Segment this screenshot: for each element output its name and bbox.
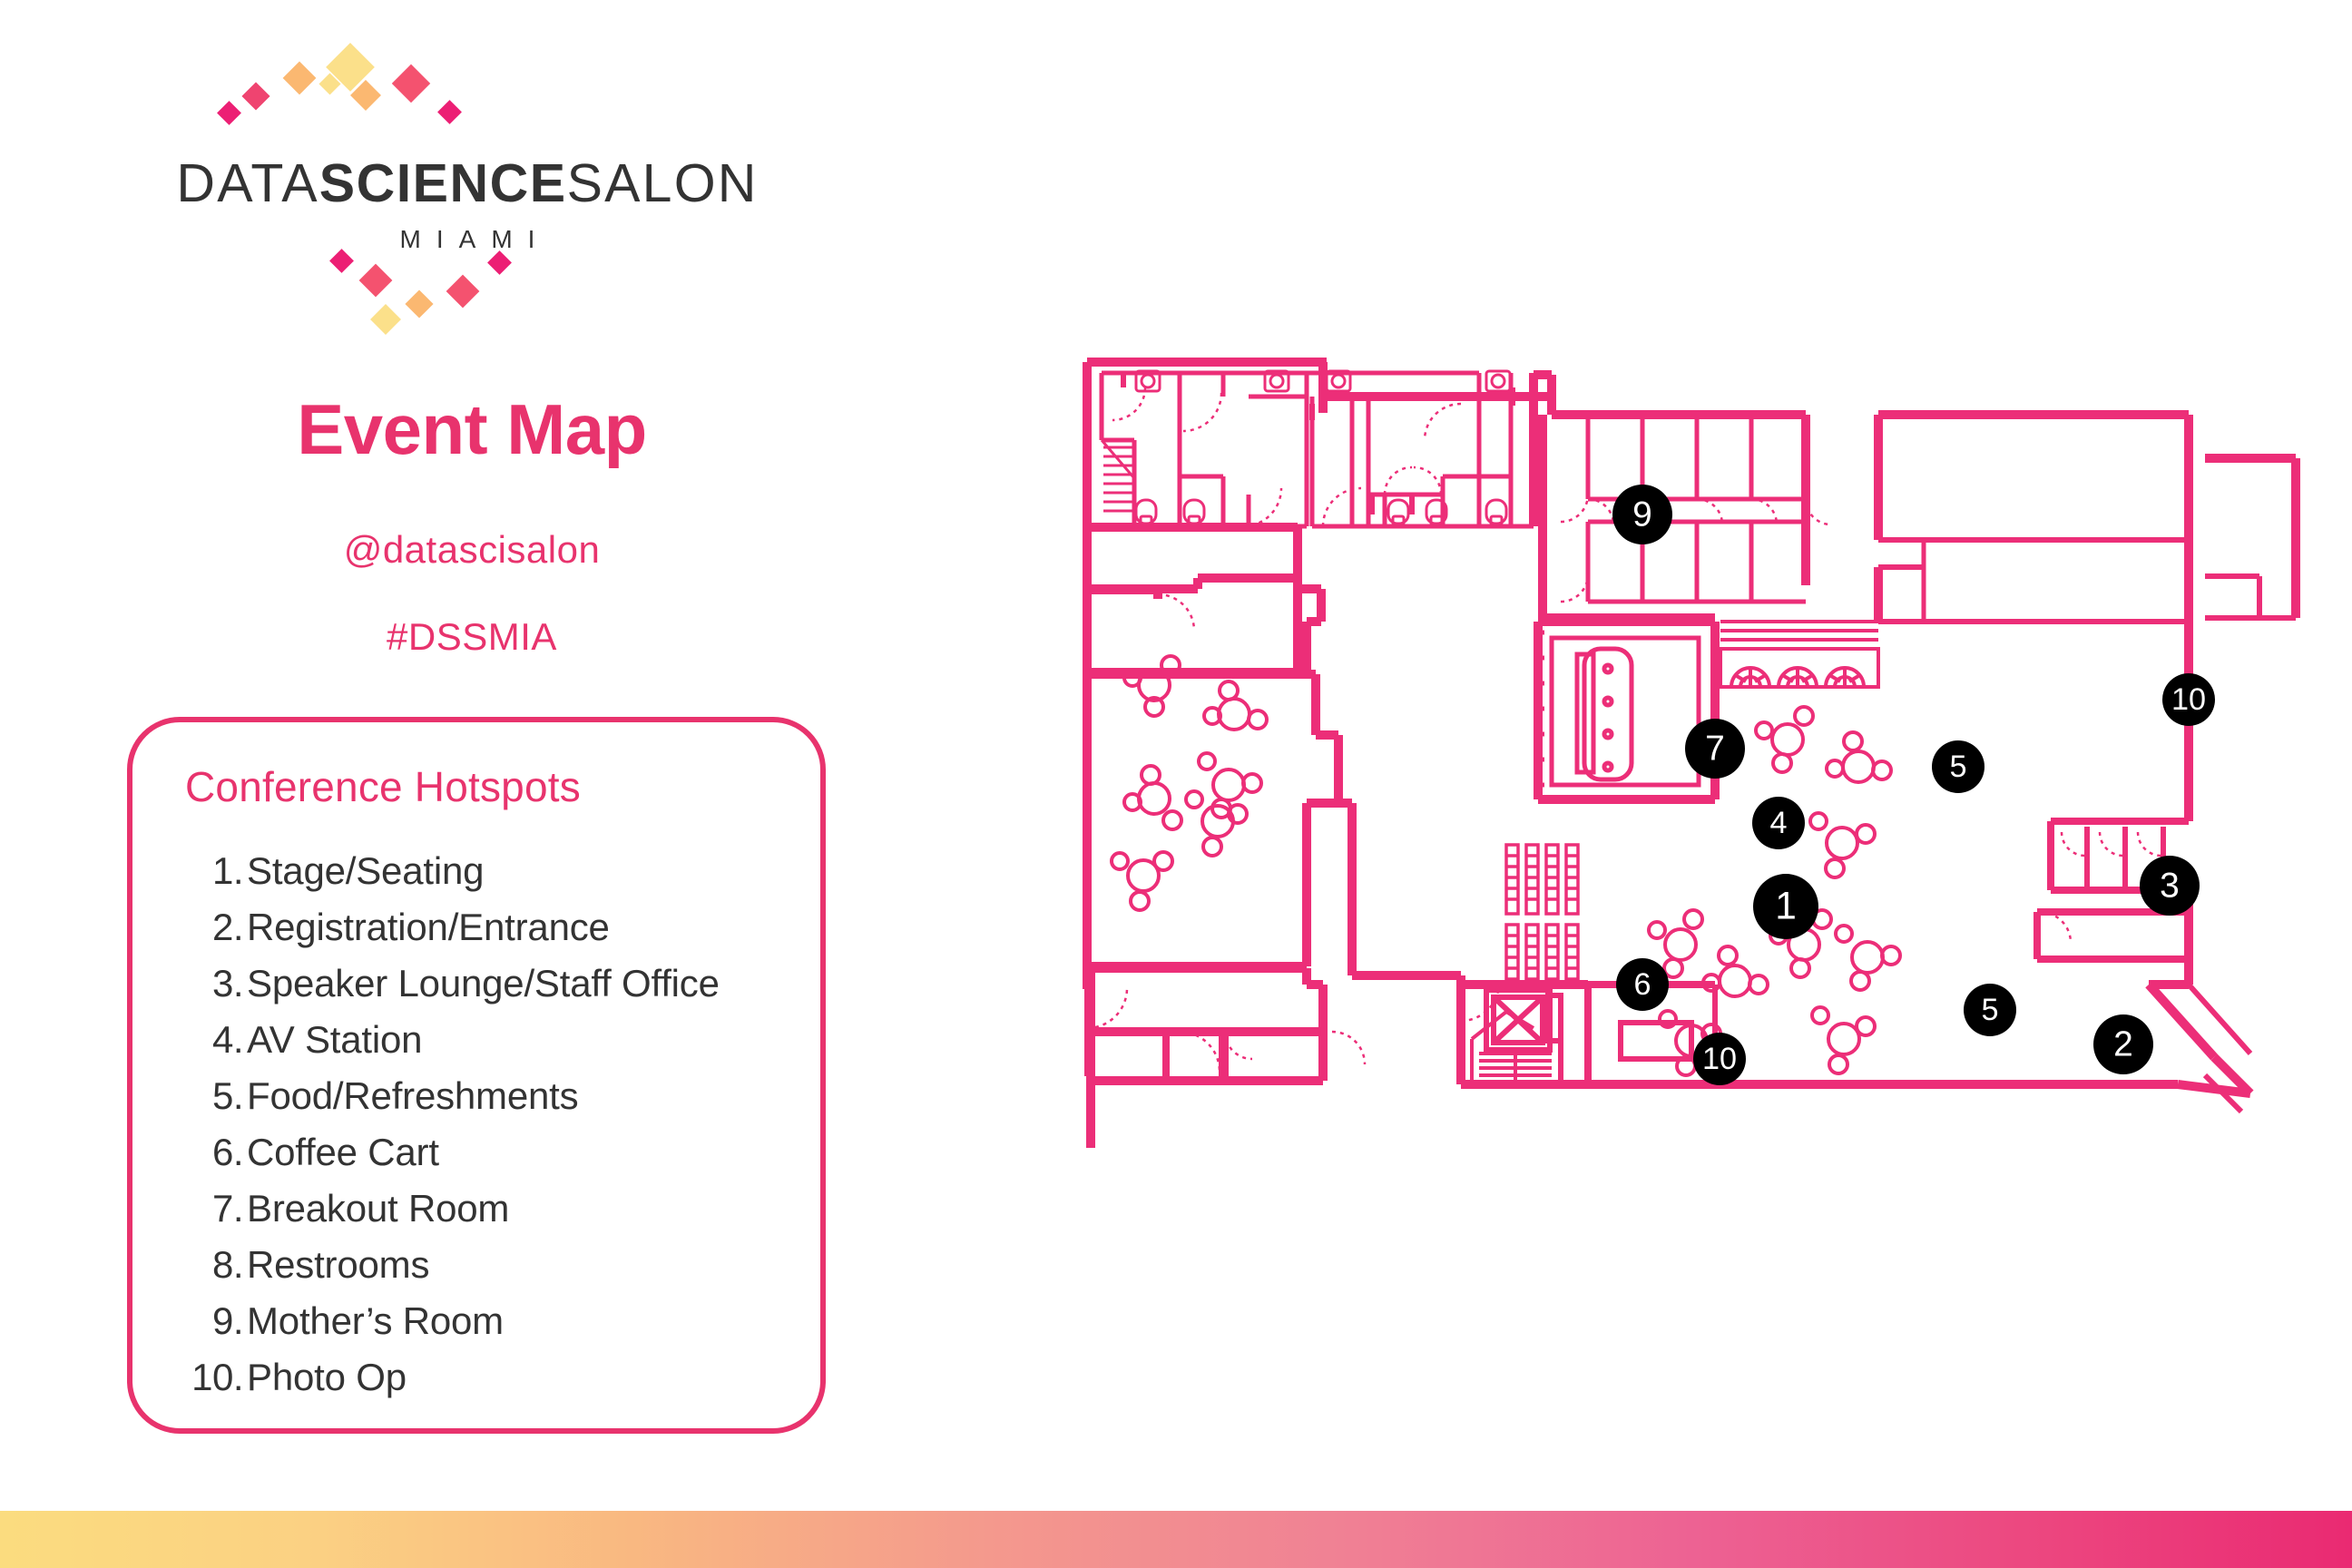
floorplan-drawing: 9 7 5 10 4 3 1 6 5 10 2 bbox=[1083, 358, 2300, 1148]
hotspot-number: 7. bbox=[211, 1187, 244, 1230]
logo-diamond bbox=[487, 250, 512, 275]
marker-number: 4 bbox=[1769, 806, 1787, 840]
stairwell bbox=[1470, 1010, 1552, 1084]
hotspot-list-item: 6.Coffee Cart bbox=[160, 1131, 802, 1187]
marker-circle[interactable] bbox=[2162, 673, 2215, 726]
logo-diamond bbox=[217, 101, 241, 125]
hotspot-list-item: 4.AV Station bbox=[160, 1018, 802, 1074]
hotspot-marker-4[interactable]: 4 bbox=[1752, 797, 1805, 849]
twitter-handle[interactable]: @datascisalon bbox=[343, 528, 601, 571]
hotspot-list-item: 2.Registration/Entrance bbox=[160, 906, 802, 962]
hotspot-label: Stage/Seating bbox=[247, 849, 485, 892]
hotspot-markers: 9 7 5 10 4 3 1 6 5 10 2 bbox=[1612, 485, 2215, 1085]
marker-circle[interactable] bbox=[1693, 1033, 1746, 1085]
hotspot-marker-9[interactable]: 9 bbox=[1612, 485, 1672, 544]
marker-circle[interactable] bbox=[1753, 874, 1818, 939]
hotspot-label: Registration/Entrance bbox=[247, 906, 610, 948]
hotspot-marker-5[interactable]: 5 bbox=[1964, 984, 2016, 1036]
hotspot-list-item: 10.Photo Op bbox=[160, 1356, 802, 1412]
marker-number: 6 bbox=[1633, 967, 1651, 1002]
logo-wordmark: DATASCIENCESALON bbox=[132, 152, 803, 214]
marker-circle[interactable] bbox=[1685, 719, 1745, 779]
hotspot-label: Food/Refreshments bbox=[247, 1074, 579, 1117]
hotspot-label: Breakout Room bbox=[247, 1187, 510, 1230]
marker-number: 9 bbox=[1632, 495, 1652, 534]
hotspot-number: 1. bbox=[211, 849, 244, 892]
hotspot-label: Restrooms bbox=[247, 1243, 430, 1286]
marker-circle[interactable] bbox=[2140, 856, 2200, 916]
marker-circle[interactable] bbox=[1932, 740, 1984, 793]
hotspot-marker-10[interactable]: 10 bbox=[1693, 1033, 1746, 1085]
hotspot-marker-5[interactable]: 5 bbox=[1932, 740, 1984, 793]
hotspot-marker-6[interactable]: 6 bbox=[1616, 958, 1669, 1011]
marker-circle[interactable] bbox=[1964, 984, 2016, 1036]
logo-diamond bbox=[282, 61, 317, 95]
logo-diamond bbox=[446, 274, 480, 309]
logo-diamond bbox=[405, 289, 434, 318]
logo-word-science: SCIENCE bbox=[318, 153, 567, 213]
marker-number: 10 bbox=[1702, 1042, 1737, 1076]
brand-gradient-bar bbox=[0, 1511, 2352, 1568]
hotspot-list-item: 3.Speaker Lounge/Staff Office bbox=[160, 962, 802, 1018]
hotspot-list-item: 9.Mother’s Room bbox=[160, 1299, 802, 1356]
hotspot-label: AV Station bbox=[247, 1018, 423, 1061]
hotspot-list-item: 1.Stage/Seating bbox=[160, 849, 802, 906]
hotspot-label: Mother’s Room bbox=[247, 1299, 504, 1342]
arch-window-band bbox=[1719, 620, 1880, 689]
hotspot-marker-1[interactable]: 1 bbox=[1753, 874, 1818, 939]
hotspot-marker-2[interactable]: 2 bbox=[2093, 1014, 2153, 1074]
marker-number: 2 bbox=[2113, 1025, 2133, 1064]
hotspots-heading: Conference Hotspots bbox=[185, 763, 581, 810]
hotspot-number: 4. bbox=[211, 1018, 244, 1061]
hotspot-list-item: 5.Food/Refreshments bbox=[160, 1074, 802, 1131]
marker-number: 10 bbox=[2171, 682, 2206, 717]
seating-rows bbox=[1504, 843, 1580, 981]
hotspot-list-item: 7.Breakout Room bbox=[160, 1187, 802, 1243]
hotspot-marker-10[interactable]: 10 bbox=[2162, 673, 2215, 726]
marker-circle[interactable] bbox=[2093, 1014, 2153, 1074]
hotspot-label: Coffee Cart bbox=[247, 1131, 439, 1173]
logo-city-miami: MIAMI bbox=[399, 225, 551, 253]
marker-number: 5 bbox=[1949, 750, 1966, 784]
page-title: Event Map bbox=[297, 389, 647, 469]
hotspot-number: 8. bbox=[211, 1243, 244, 1286]
hotspot-number: 6. bbox=[211, 1131, 244, 1173]
hotspot-list-item: 8.Restrooms bbox=[160, 1243, 802, 1299]
marker-circle[interactable] bbox=[1612, 485, 1672, 544]
marker-number: 5 bbox=[1981, 993, 1998, 1027]
hotspot-label: Speaker Lounge/Staff Office bbox=[247, 962, 720, 1004]
marker-circle[interactable] bbox=[1616, 958, 1669, 1011]
hotspot-number: 3. bbox=[211, 962, 244, 1004]
elevator bbox=[1484, 987, 1563, 1053]
hotspot-number: 5. bbox=[211, 1074, 244, 1117]
info-panel: DATASCIENCESALON MIAMI Event Map @datasc… bbox=[0, 0, 1044, 1497]
sink-fixture bbox=[1134, 369, 1512, 393]
logo-diamond bbox=[358, 263, 393, 298]
hotspot-marker-3[interactable]: 3 bbox=[2140, 856, 2200, 916]
marker-circle[interactable] bbox=[1752, 797, 1805, 849]
toilet-fixture bbox=[1134, 498, 1508, 526]
marker-number: 3 bbox=[2160, 867, 2180, 906]
logo-diamond bbox=[370, 304, 401, 335]
hotspot-label: Photo Op bbox=[247, 1356, 407, 1398]
event-hashtag[interactable]: #DSSMIA bbox=[387, 615, 557, 658]
marker-number: 1 bbox=[1775, 886, 1797, 928]
hotspot-number: 9. bbox=[211, 1299, 244, 1342]
hotspot-marker-7[interactable]: 7 bbox=[1685, 719, 1745, 779]
logo-word-salon: SALON bbox=[566, 153, 759, 213]
datascience-salon-logo: DATASCIENCESALON MIAMI bbox=[132, 36, 803, 336]
logo-diamond bbox=[241, 82, 270, 111]
hotspot-number: 2. bbox=[211, 906, 244, 948]
venue-floorplan: 9 7 5 10 4 3 1 6 5 10 2 bbox=[1080, 41, 2305, 1456]
logo-word-data: DATA bbox=[176, 153, 319, 213]
logo-diamond bbox=[391, 64, 431, 103]
marker-number: 7 bbox=[1705, 730, 1725, 769]
hotspot-number: 10. bbox=[191, 1356, 243, 1398]
logo-diamond bbox=[437, 100, 462, 124]
round-table-cluster bbox=[1110, 654, 1902, 1077]
